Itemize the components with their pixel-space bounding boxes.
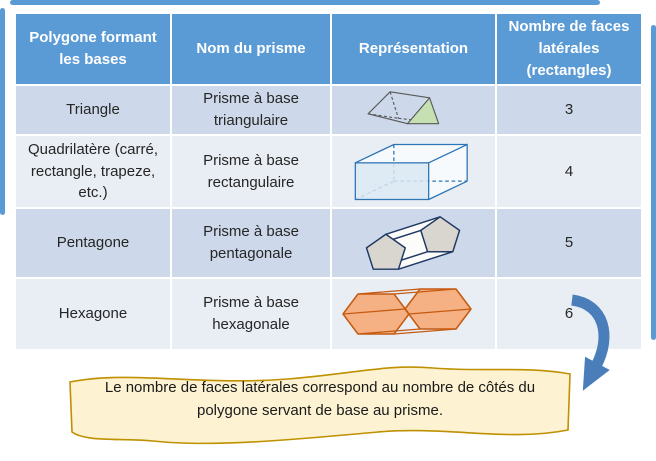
prisms-table: Polygone formant les bases Nom du prisme… <box>14 12 643 351</box>
frame-left-border <box>0 8 5 215</box>
header-representation: Représentation <box>330 12 497 86</box>
header-polygon: Polygone formant les bases <box>14 12 172 86</box>
cell-representation <box>330 277 497 351</box>
frame-right-border <box>651 25 656 340</box>
cell-faces-count: 3 <box>495 84 643 136</box>
rectangular-prism-figure <box>354 142 468 200</box>
cell-polygon: Hexagone <box>14 277 172 351</box>
triangular-prism-figure <box>367 91 439 125</box>
cell-representation <box>330 207 497 279</box>
hexagonal-prism-figure <box>341 288 472 335</box>
cell-polygon: Pentagone <box>14 207 172 279</box>
pentagonal-prism-figure <box>365 216 461 270</box>
note-text: Le nombre de faces latérales correspond … <box>104 379 536 419</box>
cell-prism-name: Prisme à base hexagonale <box>170 277 332 351</box>
frame-top-border <box>10 0 600 5</box>
curved-down-arrow-icon <box>570 294 610 391</box>
cell-polygon: Quadrilatère (carré, rectangle, trapeze,… <box>14 134 172 209</box>
cell-faces-count: 6 <box>495 277 643 351</box>
cell-prism-name: Prisme à base rectangulaire <box>170 134 332 209</box>
table-header-row: Polygone formant les bases Nom du prisme… <box>14 12 643 86</box>
cell-polygon: Triangle <box>14 84 172 136</box>
cell-representation <box>330 134 497 209</box>
header-lateral-faces: Nombre de faces latérales (rectangles) <box>495 12 643 86</box>
cell-faces-count: 4 <box>495 134 643 209</box>
cell-representation <box>330 84 497 136</box>
note-callout: Le nombre de faces latérales correspond … <box>58 362 582 448</box>
table-row-triangle: Triangle Prisme à base triangulaire 3 <box>14 84 643 136</box>
cell-prism-name: Prisme à base pentagonale <box>170 207 332 279</box>
table-row-pentagon: Pentagone Prisme à base pentagonale 5 <box>14 207 643 279</box>
table-row-quadrilateral: Quadrilatère (carré, rectangle, trapeze,… <box>14 134 643 209</box>
header-prism-name: Nom du prisme <box>170 12 332 86</box>
cell-prism-name: Prisme à base triangulaire <box>170 84 332 136</box>
table-row-hexagon: Hexagone Prisme à base hexagonale 6 <box>14 277 643 351</box>
double-wave-shape <box>69 366 571 445</box>
cell-faces-count: 5 <box>495 207 643 279</box>
